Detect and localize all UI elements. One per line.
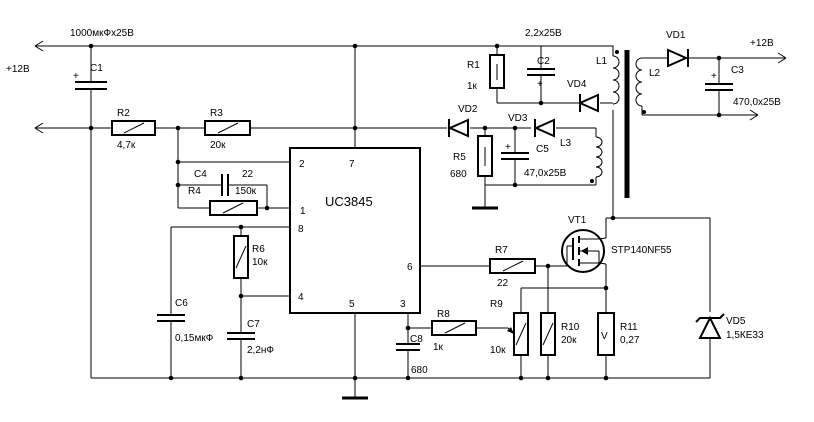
r4-value: 150к <box>235 186 257 197</box>
capacitor-c6: C6 0,15мкФ <box>157 298 214 344</box>
resistor-r3: R3 20к <box>204 108 251 151</box>
r5-ref: R5 <box>453 152 466 163</box>
r10-value: 20к <box>561 335 577 346</box>
resistor-r11: V R11 0,27 <box>597 312 640 356</box>
inductor-l3: L3 <box>560 136 603 183</box>
vt1-body <box>561 229 605 273</box>
r8-ref: R8 <box>437 309 450 320</box>
ic-pin-6: 6 <box>407 262 413 273</box>
resistor-r6: R6 10к <box>233 235 268 279</box>
c4-value: 22 <box>242 169 254 180</box>
zener-vd5: VD5 1,5КЕ33 <box>695 313 764 341</box>
c3-ref: C3 <box>731 65 744 76</box>
vt1-ref: VT1 <box>568 215 587 226</box>
r2-ref: R2 <box>117 108 130 119</box>
r4-ref: R4 <box>188 186 201 197</box>
capacitor-c8: C8 680 <box>396 334 428 376</box>
c2-value-label: 2,2х25В <box>525 28 562 39</box>
resistor-r7: R7 22 <box>489 245 536 289</box>
vd4-ref: VD4 <box>567 79 587 90</box>
diode-vd3: VD3 <box>508 113 555 138</box>
r11-ref: R11 <box>620 322 638 333</box>
r2-value: 4,7к <box>117 140 136 151</box>
c2-plus: + <box>537 79 543 90</box>
diode-vd1: VD1 <box>666 30 689 68</box>
c8-ref: C8 <box>410 334 423 345</box>
c4-ref: C4 <box>194 169 207 180</box>
c5-ref: C5 <box>536 144 549 155</box>
l1-ref: L1 <box>596 56 608 67</box>
r9-value: 10к <box>490 345 506 356</box>
ic-pin-8: 8 <box>298 224 304 235</box>
capacitor-c3: + C3 470,0х25В <box>705 65 781 108</box>
diode-vd4: VD4 <box>567 79 599 113</box>
input-rail-label: +12В <box>6 64 30 75</box>
r6-ref: R6 <box>252 244 265 255</box>
c1-plus: + <box>73 71 79 82</box>
vd1-ref: VD1 <box>666 30 686 41</box>
r3-ref: R3 <box>210 108 223 119</box>
resistor-r8: R8 1к <box>431 309 477 353</box>
capacitor-c2: C2 + <box>527 56 555 90</box>
c7-value: 2,2нФ <box>247 345 274 356</box>
c7-ref: C7 <box>247 319 260 330</box>
resistor-r1: R1 1к <box>467 54 505 92</box>
r6-value: 10к <box>252 257 268 268</box>
c2-ref: C2 <box>537 56 550 67</box>
r7-value: 22 <box>497 278 509 289</box>
resistor-r5: R5 680 <box>450 135 493 180</box>
vt1-value: STP140NF55 <box>611 245 672 256</box>
r1-ref: R1 <box>467 60 480 71</box>
output-rail-label: +12В <box>750 38 774 49</box>
ic-pin-1: 1 <box>300 206 306 217</box>
c6-ref: C6 <box>175 298 188 309</box>
capacitor-c4: C4 22 <box>194 169 254 196</box>
r9-ref: R9 <box>490 299 503 310</box>
diode-vd2: VD2 <box>447 104 478 138</box>
l2-ref: L2 <box>649 68 661 79</box>
c3-plus: + <box>711 71 717 82</box>
resistor-r2: R2 4,7к <box>111 108 156 151</box>
c1-ref: C1 <box>90 63 103 74</box>
r10-ref: R10 <box>561 322 580 333</box>
inductor-l2: L2 <box>635 57 661 115</box>
c3-value: 470,0х25В <box>733 97 781 108</box>
junction-dots <box>88 43 722 381</box>
resistor-r9: R9 10к <box>490 299 529 356</box>
ic-name: UC3845 <box>325 194 373 209</box>
ic-pin-3: 3 <box>400 299 406 310</box>
ic-body <box>289 147 421 314</box>
ic-pin-5: 5 <box>349 299 355 310</box>
r11-mark: V <box>601 331 608 342</box>
c5-plus: + <box>505 142 511 153</box>
r11-value: 0,27 <box>620 335 640 346</box>
capacitor-c5: + C5 47,0х25В <box>501 142 567 179</box>
r1-value: 1к <box>467 81 478 92</box>
r8-value: 1к <box>433 342 444 353</box>
ic-pin-7: 7 <box>349 159 355 170</box>
ic-pin-2: 2 <box>299 159 305 170</box>
inductor-l1: L1 <box>596 50 620 105</box>
r3-value: 20к <box>210 140 226 151</box>
capacitor-c1: + C1 <box>73 63 107 90</box>
l3-ref: L3 <box>560 138 572 149</box>
c8-value: 680 <box>411 365 428 376</box>
vd5-ref: VD5 <box>726 316 746 327</box>
ic-pin-4: 4 <box>298 292 304 303</box>
resistor-r10: R10 20к <box>540 312 580 356</box>
capacitor-c7: C7 2,2нФ <box>227 319 274 356</box>
vd5-value: 1,5КЕ33 <box>726 330 764 341</box>
mosfet-vt1: VT1 STP140NF55 <box>561 215 672 273</box>
vd3-ref: VD3 <box>508 113 528 124</box>
resistor-r4: R4 150к <box>188 186 258 216</box>
c1-value-label: 1000мкФх25В <box>70 28 134 39</box>
vd2-ref: VD2 <box>458 104 478 115</box>
r7-ref: R7 <box>495 245 508 256</box>
c5-value: 47,0х25В <box>524 168 567 179</box>
c6-value: 0,15мкФ <box>175 333 214 344</box>
ic-uc3845: UC3845 2 7 1 8 4 6 5 3 <box>289 147 421 314</box>
r5-value: 680 <box>450 169 467 180</box>
